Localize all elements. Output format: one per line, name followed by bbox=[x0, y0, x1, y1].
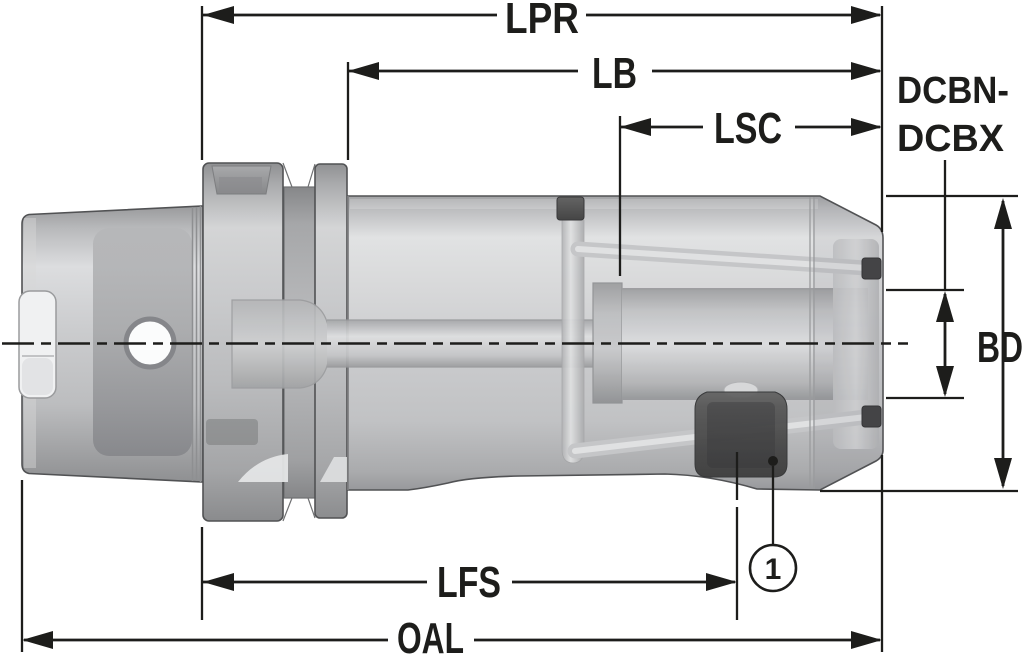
dimension-dcbn-dcbx: DCBN- DCBX bbox=[897, 70, 1009, 397]
dim-label-oal: OAL bbox=[397, 614, 464, 657]
clamping-screw bbox=[694, 381, 788, 478]
flange-chamfer-highlight bbox=[238, 454, 288, 482]
dimension-oal: OAL bbox=[22, 614, 882, 657]
dimension-bd: BD bbox=[977, 198, 1023, 489]
dim-label-lpr: LPR bbox=[505, 0, 579, 43]
dim-label-dcbx: DCBX bbox=[897, 118, 1005, 160]
tube-cap-top bbox=[861, 257, 882, 280]
callout-1: 1 bbox=[748, 456, 798, 593]
dimensions: LPR LB LSC DCBN- DCBX bbox=[20, 0, 1023, 657]
body bbox=[231, 195, 884, 491]
shank bbox=[18, 205, 204, 483]
callout-circle bbox=[748, 543, 798, 593]
dim-label-lfs: LFS bbox=[437, 558, 501, 607]
top-set-screw bbox=[556, 196, 585, 221]
shank-grip-notch bbox=[18, 290, 57, 399]
extension-lines bbox=[20, 6, 1018, 652]
tool-holder-illustration bbox=[18, 162, 884, 522]
dimension-lb: LB bbox=[348, 49, 882, 98]
dim-label-bd: BD bbox=[977, 323, 1023, 372]
callout-leader-dot bbox=[768, 456, 778, 466]
dimension-lsc: LSC bbox=[620, 104, 882, 153]
dimension-lfs: LFS bbox=[203, 558, 737, 607]
dim-label-lsc: LSC bbox=[714, 104, 782, 153]
dim-label-dcbn: DCBN- bbox=[897, 70, 1009, 112]
tube-cap-bottom bbox=[861, 405, 882, 428]
dim-label-lb: LB bbox=[592, 49, 637, 98]
dimension-lpr: LPR bbox=[203, 0, 882, 43]
callout-number: 1 bbox=[765, 553, 782, 586]
